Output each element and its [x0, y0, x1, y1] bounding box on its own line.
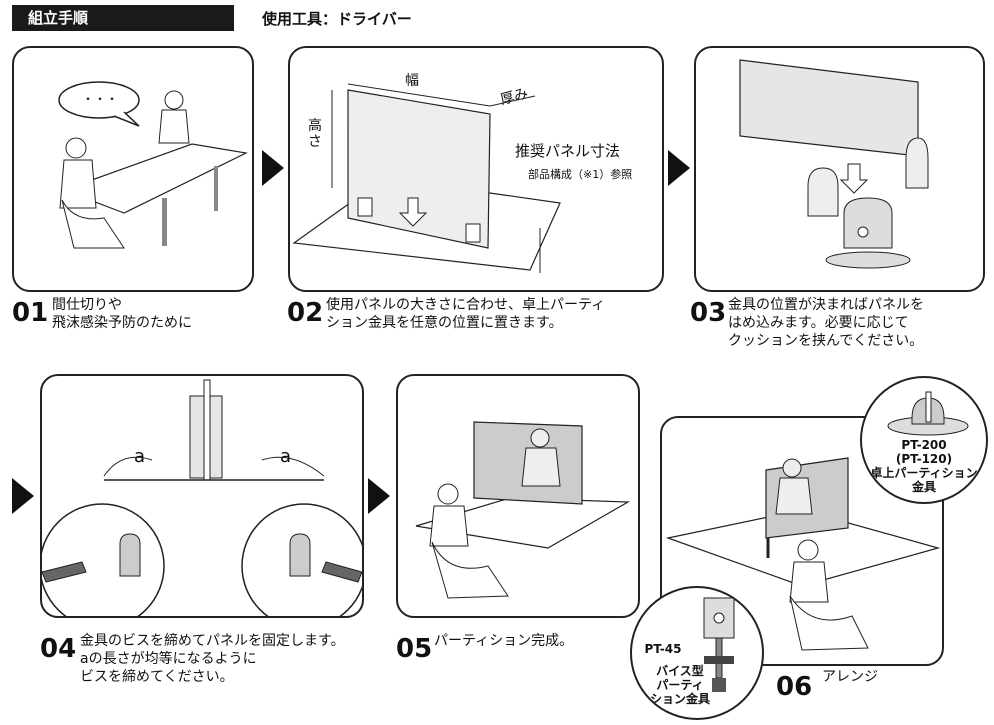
pt45-label: バイス型 パーティ ション金具 [649, 664, 710, 706]
arrow-icon [368, 478, 390, 514]
pt45-model-label: PT-45 [644, 642, 682, 656]
step-text: 金具の位置が決まればパネルを はめ込みます。必要に応じて クッションを挟んでくだ… [728, 297, 924, 349]
callout-pt45: PT-45 バイス型 パーティ ション金具 [630, 586, 764, 720]
step-text: 金具のビスを締めてパネルを固定します。 aの長さが均等になるように ビスを締めて… [80, 633, 345, 685]
step-text: パーティション完成。 [434, 633, 574, 649]
illustration-tighten-screws [42, 379, 362, 616]
step-text: 間仕切りや 飛沫感染予防のために [52, 297, 192, 331]
step-text: 使用パネルの大きさに合わせ、卓上パーティ ション金具を任意の位置に置きます。 [326, 297, 606, 331]
step-text: アレンジ [822, 669, 878, 685]
step-number: 04 [40, 634, 77, 664]
arrow-icon [262, 150, 284, 186]
panel-step-03 [694, 46, 985, 292]
parts-reference-label: 部品構成（※1）参照 [528, 168, 633, 181]
panel-step-01: ・・・ [12, 46, 254, 292]
arrow-icon [12, 478, 34, 514]
arrow-icon [668, 150, 690, 186]
speech-bubble-text: ・・・ [82, 92, 119, 106]
illustration-partition-complete [415, 421, 631, 599]
illustration-arrangement [665, 457, 941, 651]
illustration-meeting [58, 81, 248, 249]
illustration-panel-dimensions [292, 83, 561, 273]
step-number: 06 [776, 672, 813, 702]
step-number: 02 [287, 298, 324, 328]
width-label: 幅 [405, 73, 419, 89]
pt200-bracket-icon [887, 391, 969, 436]
callout-pt200: PT-200 (PT-120) 卓上パーティション 金具 [860, 376, 988, 504]
step-number: 05 [396, 634, 433, 664]
section-header: 組立手順 [12, 5, 234, 31]
step-number: 03 [690, 298, 727, 328]
pt45-vise-bracket-icon [703, 597, 735, 692]
step-number: 01 [12, 298, 49, 328]
panel-step-02: 幅 高さ 厚み 推奨パネル寸法 部品構成（※1）参照 [288, 46, 664, 292]
panel-step-05 [396, 374, 640, 618]
height-label: 高さ [308, 118, 322, 150]
a-dimension-label: a [280, 446, 292, 467]
panel-step-04: a a [40, 374, 364, 618]
tools-label: 使用工具：ドライバー [262, 10, 412, 28]
illustration-insert-panel [739, 59, 929, 269]
a-dimension-label: a [134, 446, 146, 467]
pt200-label: PT-200 (PT-120) 卓上パーティション 金具 [870, 438, 978, 494]
recommended-size-label: 推奨パネル寸法 [515, 142, 621, 160]
